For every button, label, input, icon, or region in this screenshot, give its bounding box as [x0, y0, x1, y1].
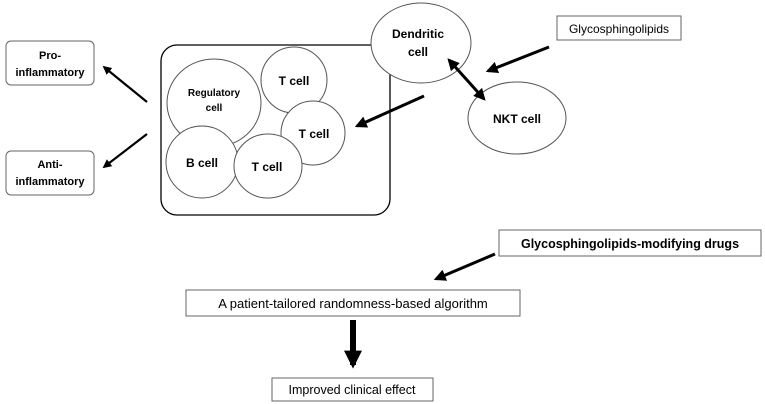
- improved-effect-box: Improved clinical effect: [271, 377, 434, 402]
- t-cell-top-label: T cell: [279, 74, 310, 88]
- pro-inflammatory-label-2: inflammatory: [15, 67, 85, 79]
- glycosphingolipids-box: Glycosphingolipids: [556, 15, 682, 41]
- regulatory-cell-label-2: cell: [206, 103, 223, 114]
- b-cell-label: B cell: [186, 156, 218, 170]
- t-cell-bottom-label: T cell: [252, 160, 283, 174]
- arrow-to-anti-inflammatory: [102, 133, 148, 169]
- arrow-modifying-drugs: [433, 252, 496, 281]
- glycosphingolipids-label: Glycosphingolipids: [569, 22, 669, 36]
- regulatory-cell-label-1: Regulatory: [188, 88, 241, 99]
- anti-inflammatory-label-2: inflammatory: [15, 176, 85, 188]
- pro-inflammatory-label-1: Pro-: [39, 50, 61, 62]
- arrow-glycosphingolipids: [485, 45, 550, 74]
- arrow-to-cell-group: [354, 94, 425, 128]
- nkt-cell: NKT cell: [467, 81, 567, 155]
- improved-effect-label: Improved clinical effect: [289, 383, 416, 397]
- algorithm-label: A patient-tailored randomness-based algo…: [218, 296, 488, 311]
- dendritic-cell-label-1: Dendritic: [392, 27, 444, 41]
- dendritic-cell: Dendritic cell: [370, 2, 472, 84]
- dendritic-nkt-interaction-arrow: [447, 58, 486, 101]
- b-cell: B cell: [165, 125, 239, 199]
- t-cell-right-label: T cell: [299, 127, 330, 141]
- anti-inflammatory-box: Anti- inflammatory: [5, 150, 95, 196]
- t-cell-bottom: T cell: [233, 133, 303, 199]
- nkt-cell-label: NKT cell: [493, 112, 541, 126]
- arrow-to-pro-inflammatory: [102, 65, 148, 103]
- modifying-drugs-box: Glycosphingolipids-modifying drugs: [498, 229, 762, 257]
- pro-inflammatory-box: Pro- inflammatory: [5, 40, 95, 86]
- anti-inflammatory-label-1: Anti-: [37, 159, 62, 171]
- dendritic-cell-label-2: cell: [408, 45, 428, 59]
- modifying-drugs-label: Glycosphingolipids-modifying drugs: [521, 237, 739, 251]
- algorithm-box: A patient-tailored randomness-based algo…: [185, 289, 521, 317]
